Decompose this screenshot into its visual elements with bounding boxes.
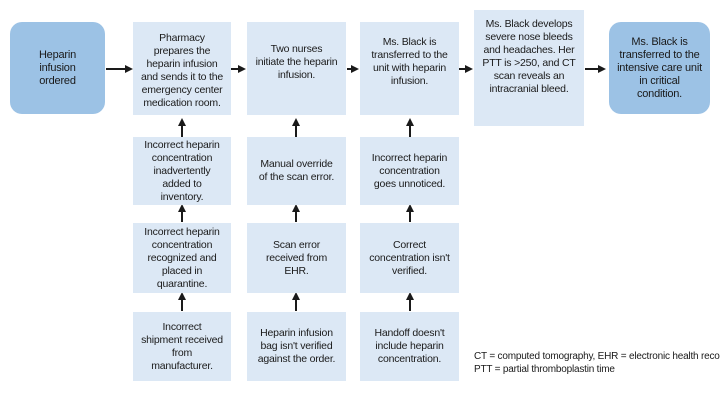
cause-c2-not-verified-text: Heparin infusion bag isn't verified agai…	[257, 327, 336, 365]
node-heparin-ordered: Heparin infusion ordered	[10, 22, 105, 114]
legend-line-1: CT = computed tomography, EHR = electron…	[474, 351, 720, 362]
cause-c2-scan-error: Scan error received from EHR.	[247, 223, 346, 293]
node-ms-black-develops-text: Ms. Black develops severe nose bleeds an…	[482, 18, 576, 95]
legend-line-2: PTT = partial thromboplastin time	[474, 364, 615, 375]
cause-c1-quarantine: Incorrect heparin concentration recogniz…	[133, 223, 231, 293]
cause-c2-override: Manual override of the scan error.	[247, 137, 346, 205]
cause-c3-unnoticed: Incorrect heparin concentration goes unn…	[360, 137, 459, 205]
cause-c1-quarantine-text: Incorrect heparin concentration recogniz…	[144, 225, 220, 290]
cause-c1-inventory: Incorrect heparin concentration inadvert…	[133, 137, 231, 205]
node-ms-black-develops: Ms. Black develops severe nose bleeds an…	[474, 10, 584, 126]
node-nurses-initiate: Two nurses initiate the heparin infusion…	[247, 22, 346, 115]
node-nurses-initiate-text: Two nurses initiate the heparin infusion…	[255, 43, 338, 81]
cause-c3-handoff-text: Handoff doesn't include heparin concentr…	[374, 327, 445, 365]
cause-c3-unnoticed-text: Incorrect heparin concentration goes unn…	[371, 151, 448, 190]
abbreviation-legend: CT = computed tomography, EHR = electron…	[474, 350, 720, 376]
node-pharmacy-prepares-text: Pharmacy prepares the heparin infusion a…	[141, 32, 224, 109]
cause-c1-shipment: Incorrect shipment received from manufac…	[133, 312, 231, 381]
node-transferred-unit-text: Ms. Black is transferred to the unit wit…	[371, 36, 448, 87]
cause-c3-concentration: Correct concentration isn't verified.	[360, 223, 459, 293]
cause-c2-scan-error-text: Scan error received from EHR.	[265, 238, 327, 277]
node-icu-transfer: Ms. Black is transferred to the intensiv…	[609, 22, 710, 114]
cause-c3-concentration-text: Correct concentration isn't verified.	[369, 238, 450, 277]
cause-c3-handoff: Handoff doesn't include heparin concentr…	[360, 312, 459, 381]
node-icu-transfer-text: Ms. Black is transferred to the intensiv…	[617, 35, 702, 100]
cause-c1-inventory-text: Incorrect heparin concentration inadvert…	[144, 138, 220, 203]
node-heparin-ordered-text: Heparin infusion ordered	[38, 48, 77, 87]
cause-c2-override-text: Manual override of the scan error.	[258, 158, 335, 183]
node-transferred-unit: Ms. Black is transferred to the unit wit…	[360, 22, 459, 115]
cause-c2-not-verified: Heparin infusion bag isn't verified agai…	[247, 312, 346, 381]
cause-c1-shipment-text: Incorrect shipment received from manufac…	[141, 320, 223, 372]
node-pharmacy-prepares: Pharmacy prepares the heparin infusion a…	[133, 22, 231, 115]
